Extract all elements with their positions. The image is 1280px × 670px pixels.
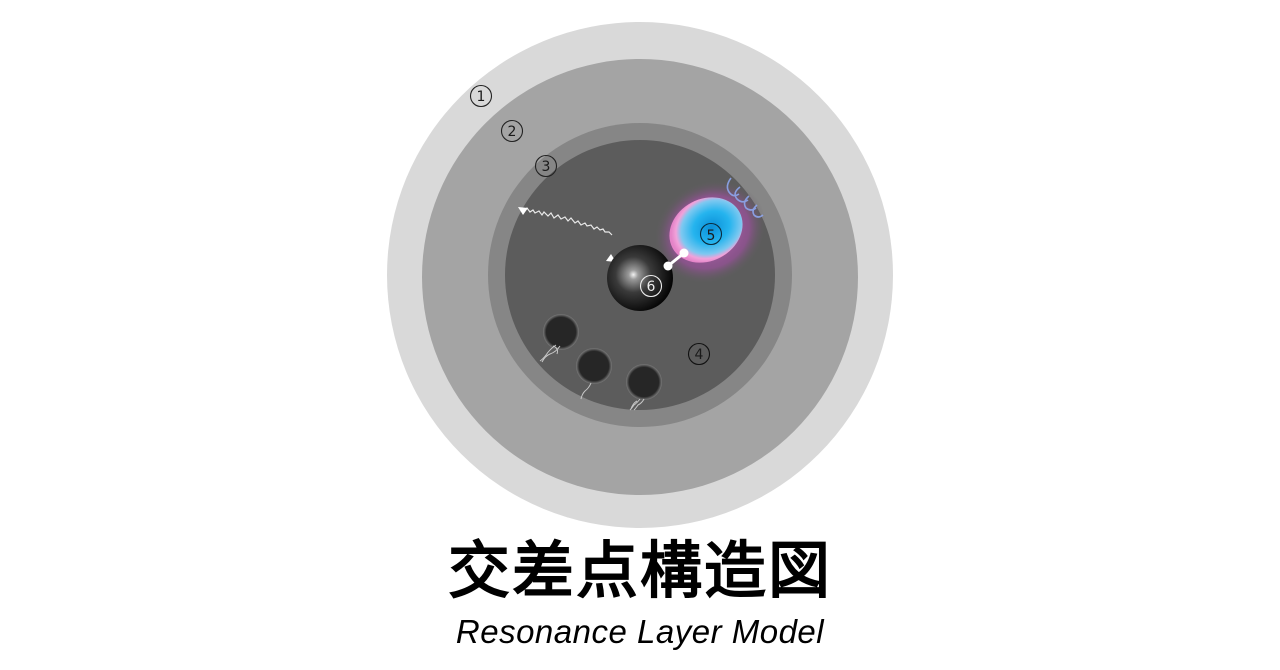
svg-text:4: 4: [695, 347, 704, 363]
marker-2: 2: [500, 119, 524, 143]
resonance-layer-diagram: 1 2 3 4 5 6: [387, 22, 893, 528]
svg-text:3: 3: [542, 159, 551, 175]
satellite-nodes: [539, 314, 662, 411]
marker-4: 4: [687, 342, 711, 366]
svg-text:2: 2: [508, 124, 517, 140]
marker-1: 1: [469, 84, 493, 108]
connector-endpoint: [663, 261, 673, 271]
entity-5-blob: [653, 179, 767, 285]
marker-5: 5: [699, 222, 723, 246]
svg-text:1: 1: [477, 89, 486, 105]
svg-text:6: 6: [647, 279, 656, 295]
svg-text:5: 5: [707, 228, 716, 244]
marker-3: 3: [534, 154, 558, 178]
marker-6: 6: [639, 274, 663, 298]
title-english: Resonance Layer Model: [455, 613, 825, 650]
tendrils-icon: [726, 177, 764, 218]
title-japanese: 交差点構造図: [447, 534, 832, 607]
entity-6-core-sphere: [607, 245, 673, 311]
